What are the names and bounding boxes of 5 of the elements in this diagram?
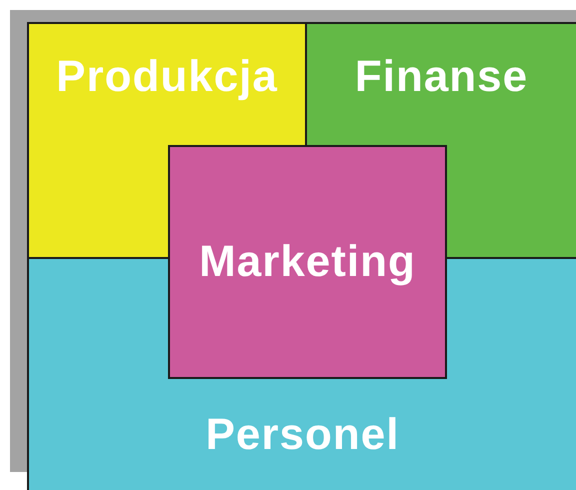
panel-title: Produkcja	[56, 52, 278, 102]
panel-title: Marketing	[199, 237, 416, 287]
panel-title: Personel	[206, 410, 400, 460]
colored-panel	[168, 145, 447, 379]
panel-title: Finanse	[354, 52, 528, 102]
